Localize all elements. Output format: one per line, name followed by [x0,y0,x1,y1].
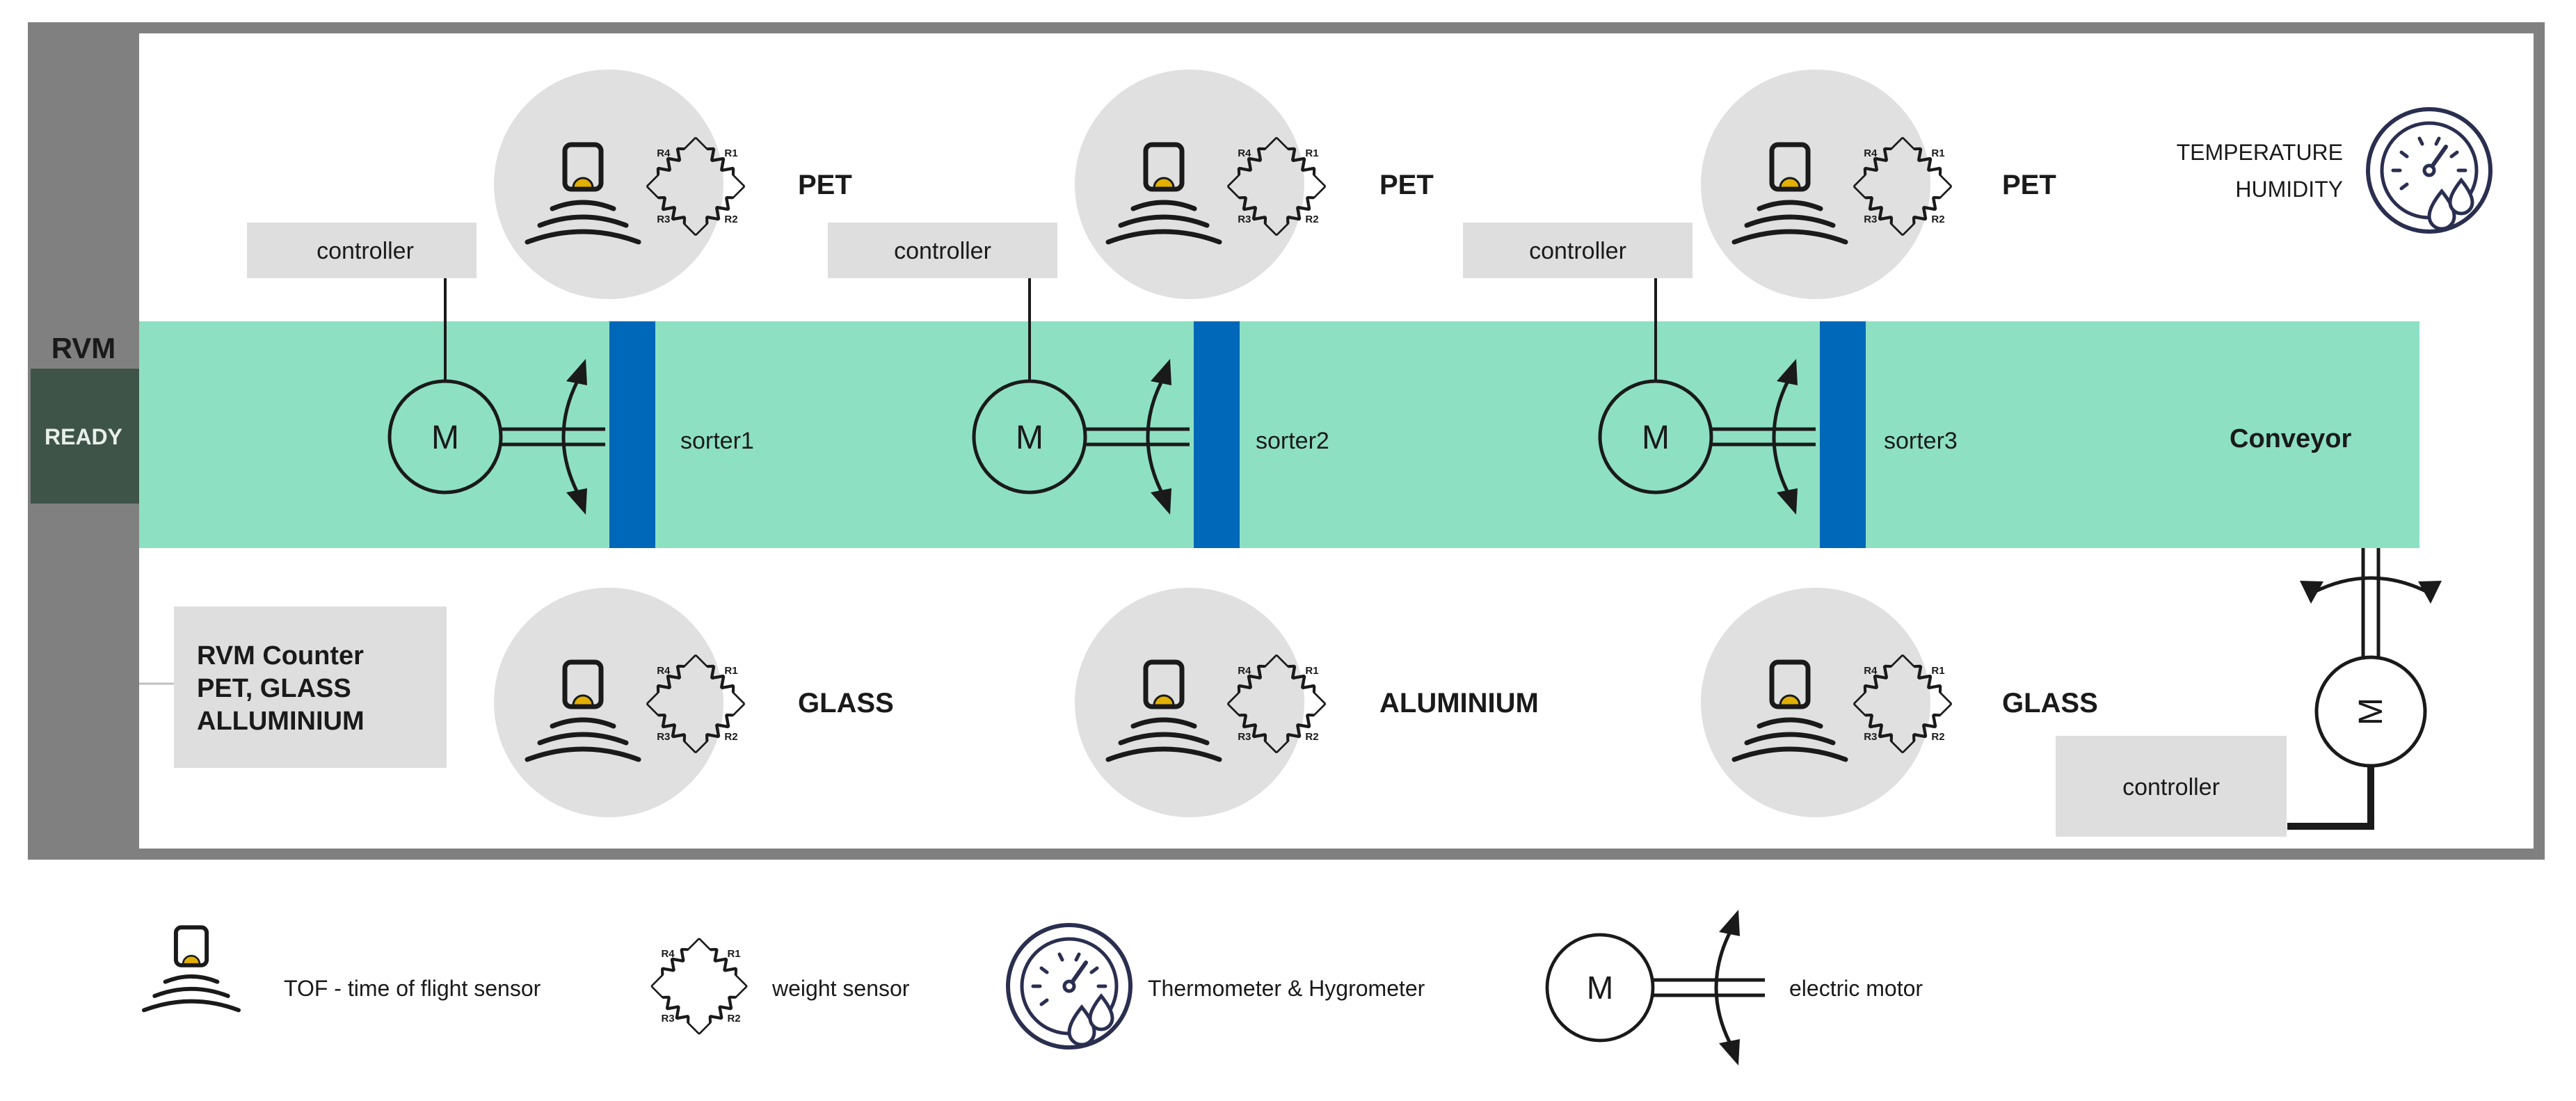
drive-controller-label: controller [2122,774,2220,801]
resistor-label: R3 [1864,731,1877,743]
material-label-bottom-3: GLASS [2002,688,2098,718]
controller-box-3 [1463,223,1693,278]
controller-box-1 [247,223,477,278]
resistor-label: R2 [724,214,737,225]
drive-arrowhead-left [2300,581,2323,604]
resistor-label: R1 [1931,665,1944,677]
rvm-counter-box [174,606,447,768]
ready-status-box [31,369,139,504]
rvm-counter-line-1: RVM Counter [197,641,364,670]
resistor-label: R2 [1931,214,1944,225]
resistor-label: R1 [1305,665,1318,677]
resistor-label: R4 [1238,665,1251,677]
legend-motor-label: electric motor [1789,976,1923,1001]
sorter-label-3: sorter3 [1884,428,1958,454]
resistor-label: R3 [661,1013,674,1024]
material-label-top-1: PET [798,170,852,200]
material-label-top-3: PET [2002,170,2056,200]
rvm-label: RVM [51,332,116,364]
controller-label-2: controller [894,238,991,264]
legend: TOF - time of flight sensor weight senso… [144,910,1923,1066]
controller-label-3: controller [1529,238,1626,264]
resistor-label: R3 [657,731,670,743]
conveyor-label: Conveyor [2230,424,2351,453]
thermo-hygrometer-icon [1008,925,1130,1047]
legend-thermo-label: Thermometer & Hygrometer [1148,976,1425,1001]
material-label-bottom-2: ALUMINIUM [1379,688,1539,718]
legend-weight-label: weight sensor [771,976,910,1001]
resistor-label: R4 [661,948,675,960]
resistor-label: R1 [724,147,737,159]
sorter-gate-3 [1820,321,1866,548]
sensor-station-bottom-2 [1075,588,1304,817]
drive-controller-box [2056,736,2287,837]
legend-tof-label: TOF - time of flight sensor [284,976,541,1001]
drive-arrowhead-right [2418,581,2442,604]
drive-controller-wire [2287,766,2374,830]
drive-rotation-arrow [2312,576,2430,595]
controller-box-2 [828,223,1057,278]
sensor-station-bottom-3 [1701,588,1930,817]
sensor-station-top-2 [1075,70,1304,299]
resistor-label: R4 [1238,147,1251,159]
sorter-gate-1 [609,321,655,548]
controller-label-1: controller [317,238,414,264]
resistor-label: R2 [1931,731,1944,743]
resistor-label: R1 [1305,147,1318,159]
legend-motor-letter: M [1587,970,1613,1006]
material-label-bottom-1: GLASS [798,688,894,718]
rvm-counter-line-3: ALLUMINIUM [197,707,365,736]
motor-letter-1: M [431,419,459,456]
motor-shaft-icon [1654,910,1765,1066]
resistor-label: R4 [1864,147,1878,159]
motor-letter-3: M [1642,419,1670,456]
resistor-label: R4 [657,665,671,677]
sensor-station-top-1 [494,70,723,299]
resistor-label: R1 [727,948,740,960]
motor-letter-2: M [1016,419,1043,456]
temperature-label: TEMPERATURE [2177,140,2343,165]
sorter-label-1: sorter1 [680,428,754,454]
resistor-label: R2 [724,731,737,743]
resistor-label: R1 [724,665,737,677]
humidity-label: HUMIDITY [2235,177,2343,202]
resistor-label: R3 [657,214,670,225]
resistor-label: R3 [1864,214,1877,225]
rvm-counter-line-2: PET, GLASS [197,674,351,703]
drive-motor-letter: M [2353,698,2390,725]
sensor-station-top-3 [1701,70,1930,299]
ready-status-label: READY [45,424,122,449]
resistor-label: R2 [727,1013,740,1024]
sensor-station-bottom-1 [494,588,723,817]
sorter-label-2: sorter2 [1256,428,1329,454]
material-label-top-2: PET [1379,170,1434,200]
sorter-gate-2 [1194,321,1240,548]
resistor-label: R3 [1238,214,1251,225]
resistor-label: R1 [1931,147,1944,159]
resistor-label: R3 [1238,731,1251,743]
resistor-label: R2 [1305,214,1318,225]
tof-sensor-icon [144,927,239,1010]
resistor-label: R2 [1305,731,1318,743]
resistor-label: R4 [657,147,671,159]
conveyor-belt [139,321,2419,548]
resistor-label: R4 [1864,665,1878,677]
